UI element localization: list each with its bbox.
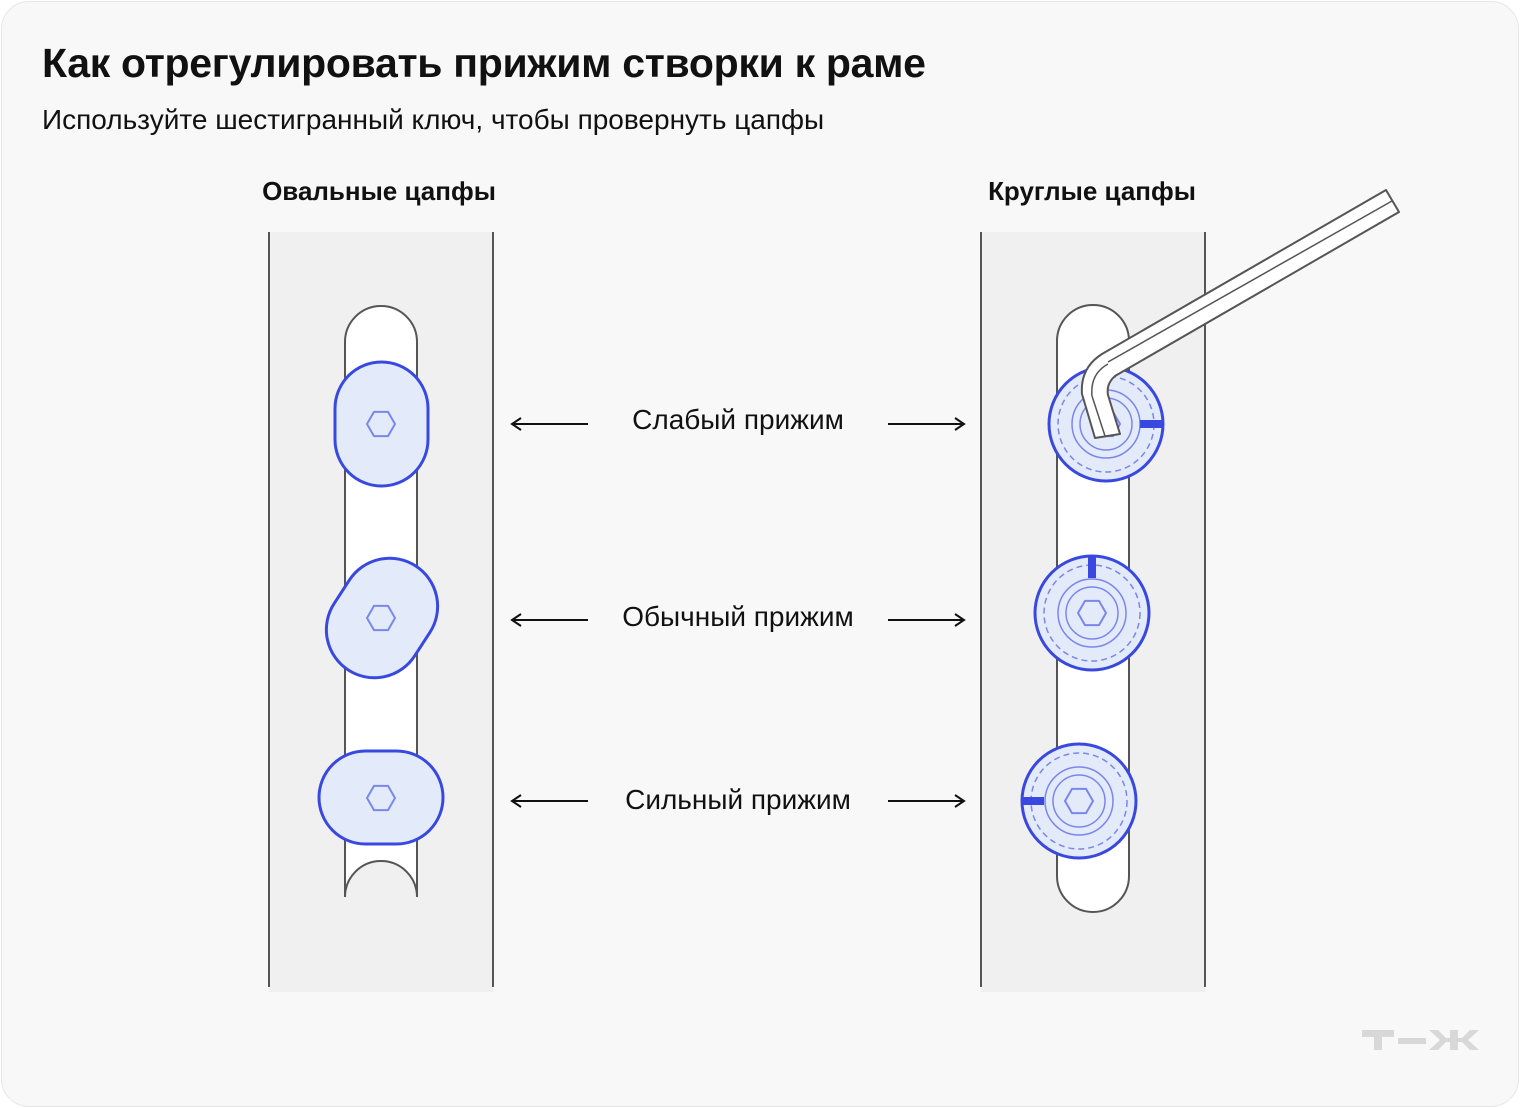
column-heading-oval: Овальные цапфы [262,176,496,206]
page-subtitle: Используйте шестигранный ключ, чтобы про… [42,104,825,135]
page-title: Как отрегулировать прижим створки к раме [42,40,926,86]
arrow-left-normal [510,613,588,627]
arrow-left-strong [510,794,588,808]
round-cam-normal [1033,554,1151,672]
label-normal-clamp: Обычный прижим [622,601,854,632]
oval-cam-strong [317,749,445,846]
oval-cam-weak [333,360,430,488]
round-cam-strong [1020,742,1138,860]
arrow-right-normal [888,613,966,627]
oval-cam-normal [324,556,440,680]
brand-logo [1362,1030,1479,1050]
column-heading-round: Круглые цапфы [988,176,1196,206]
arrow-right-strong [888,794,966,808]
arrow-left-weak [510,417,588,431]
arrow-right-weak [888,417,966,431]
hex-key-icon [1080,189,1400,439]
label-strong-clamp: Сильный прижим [625,784,851,815]
label-weak-clamp: Слабый прижим [632,404,844,435]
